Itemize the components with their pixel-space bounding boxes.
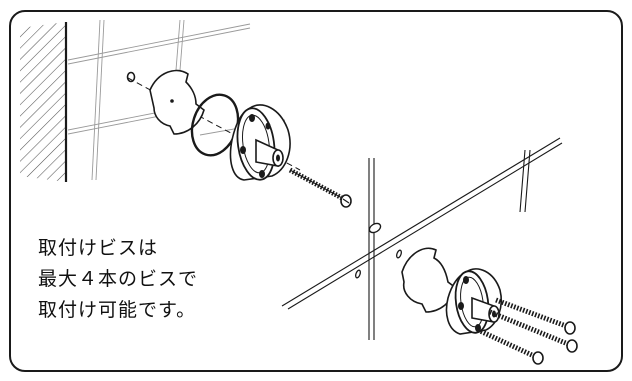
- caption-line-3: 取付け可能です。: [38, 299, 197, 321]
- upper-screw: [288, 167, 352, 208]
- lower-tile-grid: [281, 137, 563, 340]
- upper-mounting-flange: [229, 104, 291, 181]
- caption-line-2: 最大４本のビスで: [38, 268, 199, 290]
- wall-hatch: [20, 22, 68, 182]
- lower-screws: [476, 297, 578, 365]
- lower-mounting-flange: [445, 268, 502, 335]
- caption-text: 取付けビスは 最大４本のビスで 取付け可能です。: [38, 233, 198, 326]
- upper-backing-plate: [149, 69, 205, 135]
- upper-tile-grid: [68, 19, 286, 181]
- caption-line-1: 取付けビスは: [38, 237, 159, 259]
- upper-screw-cap: [126, 71, 136, 83]
- lower-screw-1: [495, 297, 576, 335]
- lower-screw-2: [489, 309, 578, 353]
- lower-wall-holes: [355, 222, 402, 279]
- lower-screw-3: [476, 327, 544, 365]
